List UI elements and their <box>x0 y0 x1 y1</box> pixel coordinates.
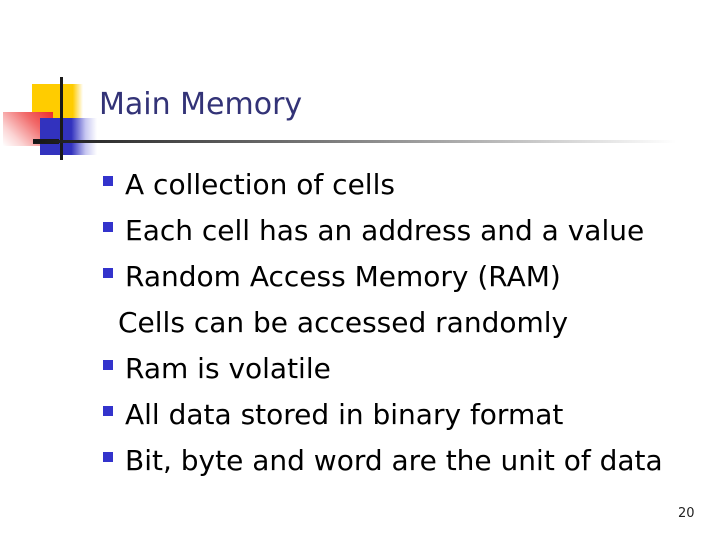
decor-vertical-line <box>60 77 63 160</box>
bullet-item: Random Access Memory (RAM) <box>0 253 720 299</box>
bullet-text: Ram is volatile <box>125 351 331 385</box>
bullet-item: A collection of cells <box>0 161 720 207</box>
slide-title: Main Memory <box>99 87 303 122</box>
bullet-item: Cells can be accessed randomly <box>0 299 720 345</box>
bullet-text: All data stored in binary format <box>125 397 564 431</box>
bullet-list: A collection of cells Each cell has an a… <box>0 161 720 483</box>
decor-blue-square <box>40 118 97 155</box>
page-number: 20 <box>678 506 695 521</box>
bullet-square-icon <box>103 268 113 278</box>
bullet-square-icon <box>103 452 113 462</box>
bullet-square-icon <box>103 222 113 232</box>
bullet-text: Random Access Memory (RAM) <box>125 259 561 293</box>
bullet-square-icon <box>103 360 113 370</box>
bullet-text: Each cell has an address and a value <box>125 213 645 247</box>
title-underline-rule <box>33 140 676 143</box>
bullet-item: Each cell has an address and a value <box>0 207 720 253</box>
bullet-item: Bit, byte and word are the unit of data <box>0 437 720 483</box>
bullet-square-icon <box>103 176 113 186</box>
bullet-item: Ram is volatile <box>0 345 720 391</box>
bullet-square-icon <box>103 406 113 416</box>
bullet-item: All data stored in binary format <box>0 391 720 437</box>
bullet-text: A collection of cells <box>125 167 395 201</box>
bullet-text: Cells can be accessed randomly <box>118 305 569 339</box>
bullet-text: Bit, byte and word are the unit of data <box>125 443 663 477</box>
